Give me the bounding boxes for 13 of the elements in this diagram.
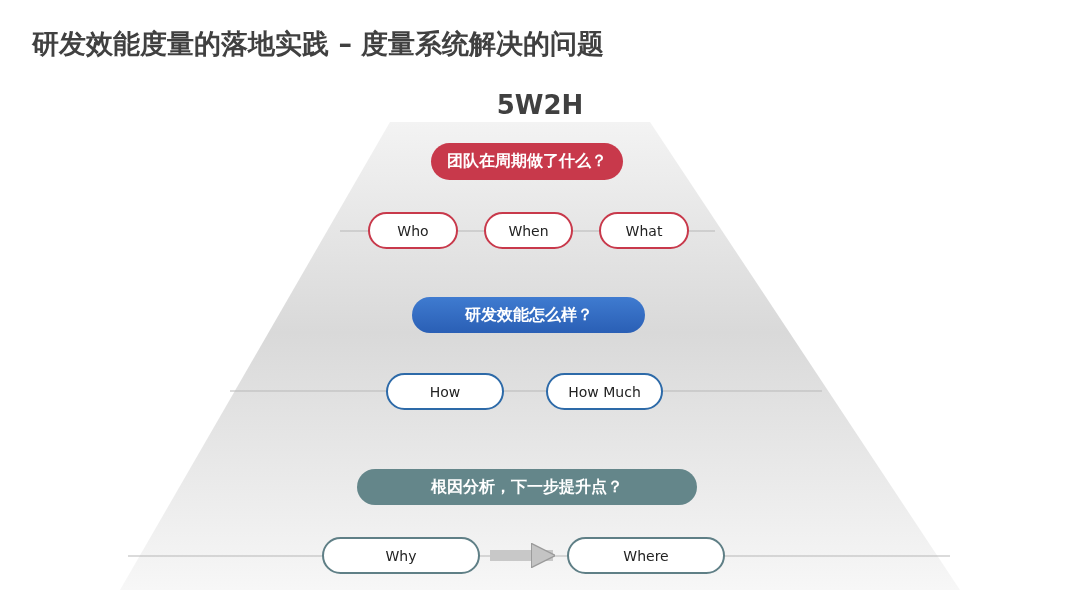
heading: 5W2H bbox=[495, 90, 585, 120]
rounded-box: When bbox=[484, 212, 573, 249]
rounded-box: Why bbox=[322, 537, 480, 574]
title: 研发效能度量的落地实践 – 度量系统解决的问题 bbox=[32, 27, 605, 61]
block-arrow bbox=[490, 542, 557, 569]
rounded-box: What bbox=[599, 212, 689, 249]
question-banner: 团队在周期做了什么？ bbox=[431, 143, 623, 180]
rounded-box: How Much bbox=[546, 373, 663, 410]
rounded-box: Where bbox=[567, 537, 725, 574]
question-banner: 研发效能怎么样？ bbox=[412, 297, 645, 333]
rounded-box: Who bbox=[368, 212, 458, 249]
rounded-box: How bbox=[386, 373, 504, 410]
question-banner: 根因分析，下一步提升点？ bbox=[357, 469, 697, 505]
